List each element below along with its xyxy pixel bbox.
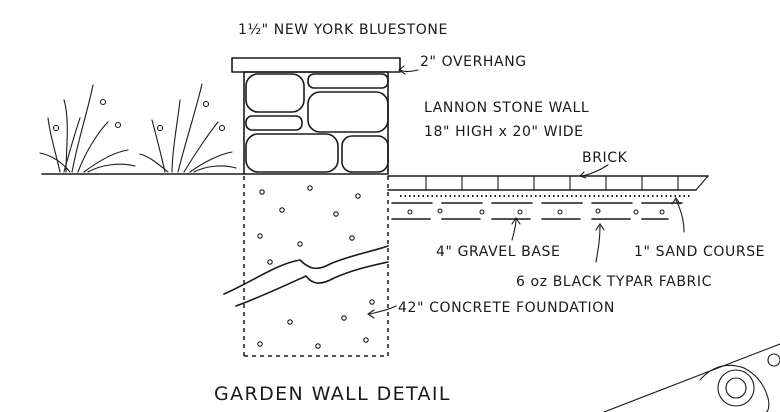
wall-label-line1: LANNON STONE WALL [424,100,589,116]
bluestone-cap [231,57,401,73]
brick-label: BRICK [582,150,628,166]
plant-right [139,83,237,173]
drawing-title: GARDEN WALL DETAIL [214,383,451,405]
gravel-base-label: 4" GRAVEL BASE [436,244,560,260]
wall-label-line2: 18" HIGH x 20" WIDE [424,124,584,140]
concrete-foundation [223,176,389,357]
brick-paving [387,175,709,191]
gravel-base [391,202,691,220]
bluestone-label: 1½" NEW YORK BLUESTONE [238,22,448,38]
plant-left [39,84,136,173]
sand-course-label: 1" SAND COURSE [634,244,765,260]
stone-wall [243,71,389,175]
leader-lines [367,65,685,319]
corner-tree-symbol [603,343,780,412]
foundation-label: 42" CONCRETE FOUNDATION [398,300,615,316]
overhang-label: 2" OVERHANG [420,54,527,70]
typar-fabric-label: 6 oz BLACK TYPAR FABRIC [516,274,712,290]
